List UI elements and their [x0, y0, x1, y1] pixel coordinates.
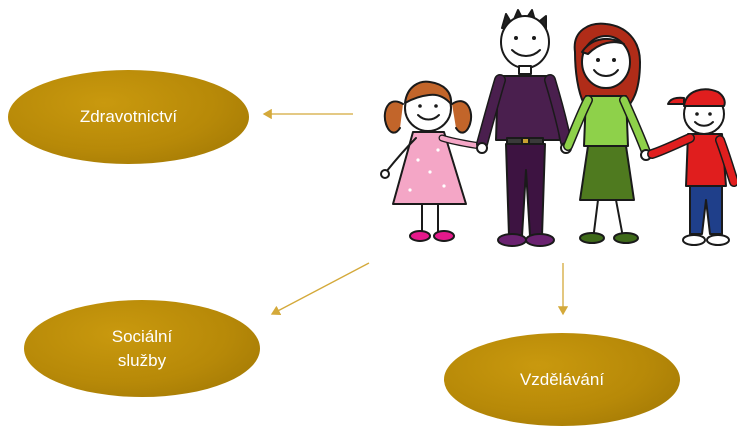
father-figure — [476, 9, 572, 247]
boy-figure — [647, 88, 737, 246]
health-label: Zdravotnictví — [79, 107, 178, 126]
girl-figure — [380, 80, 484, 242]
social-services-label: Sociální služby — [111, 326, 173, 370]
social-services-node: Sociální služby — [24, 300, 260, 397]
mother-figure — [563, 22, 652, 244]
arrow-to-social — [270, 262, 370, 315]
education-node: Vzdělávání — [444, 333, 680, 426]
education-label: Vzdělávání — [519, 369, 605, 389]
family-illustration — [380, 9, 737, 247]
health-node: Zdravotnictví — [8, 70, 249, 164]
